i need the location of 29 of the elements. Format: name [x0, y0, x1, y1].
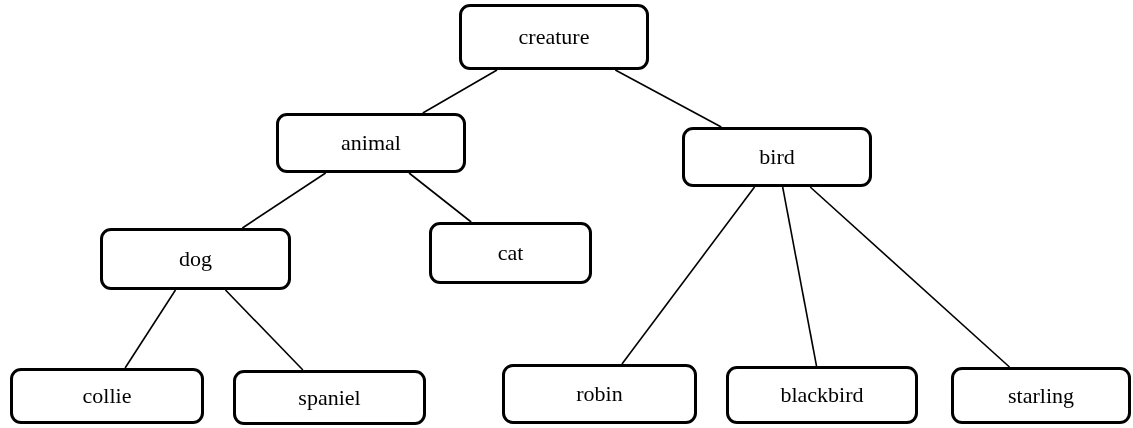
node-label: spaniel	[298, 384, 361, 411]
connector-line	[124, 289, 177, 369]
connector-line	[224, 289, 304, 371]
connector-line	[621, 186, 756, 365]
connector-line	[614, 69, 723, 128]
connector-line	[408, 172, 472, 223]
node-label: dog	[179, 246, 212, 272]
rounded-box	[233, 370, 426, 425]
node-label: collie	[82, 383, 132, 409]
rounded-box	[10, 368, 204, 424]
rounded-box	[726, 366, 918, 424]
rounded-box	[682, 127, 872, 187]
rounded-box	[100, 228, 291, 290]
node-label: starling	[1008, 382, 1074, 409]
rounded-box	[951, 367, 1131, 424]
node-label: creature	[518, 24, 590, 50]
node-label: robin	[576, 381, 623, 407]
connector-line	[809, 186, 1011, 368]
node-label: bird	[759, 144, 795, 170]
connector-line	[422, 69, 498, 114]
rounded-box	[502, 364, 697, 424]
rounded-box	[429, 222, 592, 284]
rounded-box	[459, 4, 649, 70]
node-label: cat	[497, 240, 524, 266]
connector-line	[781, 186, 818, 367]
node-label: animal	[341, 130, 401, 156]
connector-line	[241, 172, 327, 229]
node-label: blackbird	[780, 382, 864, 408]
rounded-box	[276, 113, 466, 173]
